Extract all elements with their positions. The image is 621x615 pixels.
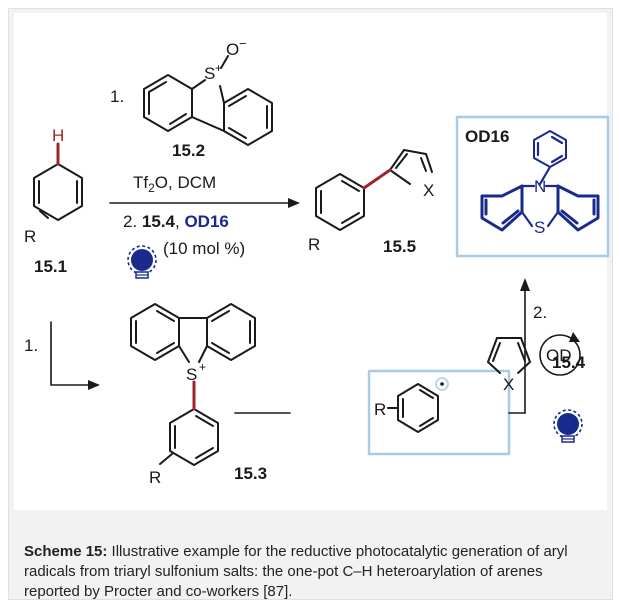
sulfonium-structure bbox=[130, 303, 256, 466]
radical-r-label: R bbox=[374, 400, 386, 419]
r-group-label-2: R bbox=[308, 235, 320, 254]
radical-dot bbox=[440, 382, 444, 386]
upward-arrowhead bbox=[520, 278, 530, 291]
heteroarene-structure bbox=[487, 337, 531, 374]
sulfoxide-s-charge: + bbox=[215, 61, 222, 75]
sulfonium-charge: + bbox=[199, 360, 206, 374]
od16-s-label: S bbox=[534, 218, 545, 237]
od16-title: OD16 bbox=[465, 127, 509, 146]
compound-15-2-label: 15.2 bbox=[172, 141, 205, 160]
arene-structure bbox=[33, 163, 83, 221]
figure-caption: Scheme 15: Illustrative example for the … bbox=[24, 542, 599, 602]
r-group-label-1: R bbox=[24, 227, 36, 246]
od-label: OD bbox=[546, 346, 572, 365]
lower-arrowhead-1 bbox=[88, 380, 100, 390]
od16-box bbox=[455, 115, 610, 258]
light-bulb-icon-2 bbox=[553, 409, 583, 443]
h-atom-label: H bbox=[52, 126, 64, 145]
lower-step2-label: 2. bbox=[533, 303, 547, 322]
sulfoxide-o-label: O bbox=[226, 40, 239, 59]
lower-step1-label: 1. bbox=[24, 336, 38, 355]
heteroarene-x-label: X bbox=[503, 375, 514, 394]
caption-text: Illustrative example for the reductive p… bbox=[24, 543, 568, 600]
compound-15-5-label: 15.5 bbox=[383, 237, 416, 256]
compound-15-3-label: 15.3 bbox=[234, 464, 267, 483]
step1-label: 1. bbox=[110, 87, 124, 106]
product-x-label: X bbox=[423, 181, 434, 200]
reaction-arrowhead bbox=[288, 198, 300, 208]
compound-15-1-label: 15.1 bbox=[34, 257, 67, 276]
reagent-line-2: 2. 15.4, OD16 bbox=[123, 212, 229, 231]
r-group-label-3: R bbox=[149, 468, 161, 487]
dibenzothiophene-oxide-structure bbox=[143, 55, 273, 146]
compound-15-4-label: 15.4 bbox=[552, 353, 586, 372]
lower-arrow-1 bbox=[50, 321, 91, 386]
new-cc-bond bbox=[362, 168, 392, 190]
od16-structure bbox=[480, 130, 600, 232]
catalyst-loading-label: (10 mol %) bbox=[163, 239, 245, 258]
od-cycle-arrowhead bbox=[569, 332, 580, 342]
product-structure bbox=[315, 149, 433, 231]
od-cycle-circle bbox=[539, 334, 581, 376]
aryl-radical-structure bbox=[387, 383, 439, 433]
light-bulb-icon bbox=[127, 245, 157, 279]
od16-n-label: N bbox=[534, 177, 546, 196]
sulfoxide-o-charge: − bbox=[239, 36, 247, 51]
sulfonium-s-label: S bbox=[186, 365, 197, 384]
reagent-line-1: Tf2O, DCM bbox=[133, 173, 216, 195]
sulfoxide-s-label: S bbox=[204, 64, 215, 83]
caption-label: Scheme 15: bbox=[24, 543, 108, 560]
